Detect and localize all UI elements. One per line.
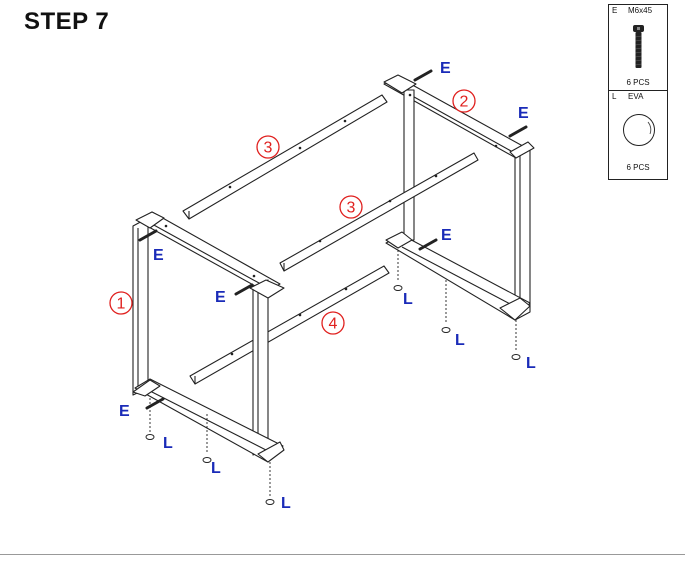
foot-label-l: L <box>403 291 413 308</box>
part-item-bolt: E M6x45 6 PCS <box>609 5 667 91</box>
callout-number-1: 1 <box>117 296 126 313</box>
part-name: EVA <box>628 92 644 101</box>
part-qty: 6 PCS <box>626 78 650 87</box>
eva-pad-icon <box>202 457 212 463</box>
part-item-eva: L EVA 6 PCS <box>609 91 667 179</box>
bolt-label-e: E <box>441 227 452 244</box>
foot-guides <box>149 250 517 497</box>
left-back-leg <box>132 217 149 396</box>
bolt-icon <box>138 229 158 242</box>
bracket-top-left <box>135 211 165 229</box>
callout-circle-3a <box>256 135 280 159</box>
callout-number-2: 2 <box>460 94 469 111</box>
bolt-label-e: E <box>153 247 164 264</box>
part-letter: L <box>612 92 617 101</box>
callout-circles <box>109 89 476 335</box>
bolt-icon <box>633 25 644 68</box>
bolt-icon <box>418 238 438 251</box>
middle-top-rail <box>279 152 479 272</box>
eva-pad-icon <box>265 499 275 505</box>
bracket-front-left <box>249 279 285 299</box>
callout-circle-4 <box>321 311 345 335</box>
back-top-rail <box>182 94 388 220</box>
feet <box>145 285 521 505</box>
bolt-icon <box>413 69 433 82</box>
bolt-label-e: E <box>215 289 226 306</box>
screw-holes <box>164 93 498 356</box>
left-front-leg <box>252 279 269 456</box>
bolt-label-e: E <box>440 60 451 77</box>
footer-divider <box>0 554 685 555</box>
parts-list: E M6x45 6 PCS L EVA 6 PCS <box>608 4 668 180</box>
eva-pad-icon <box>393 285 403 291</box>
step-title: STEP 7 <box>24 8 110 35</box>
bracket-bottom-back-right <box>385 231 413 249</box>
foot-label-l: L <box>211 460 221 477</box>
eva-pad-icon <box>145 434 155 440</box>
bracket-top-right <box>383 74 417 94</box>
part-letter: E <box>612 6 618 15</box>
bolt-label-e: E <box>119 403 130 420</box>
callout-number-3b: 3 <box>347 200 356 217</box>
right-back-leg <box>403 89 415 241</box>
foot-label-l: L <box>163 435 173 452</box>
bolt-icon <box>145 397 165 410</box>
lower-stretcher <box>189 265 390 385</box>
eva-pad-icon <box>511 354 521 360</box>
bolt-label-e: E <box>518 105 529 122</box>
callout-circle-1 <box>109 291 133 315</box>
foot-label-l: L <box>455 332 465 349</box>
part-qty: 6 PCS <box>626 163 650 172</box>
callout-circle-2 <box>452 89 476 113</box>
foot-label-l: L <box>526 355 536 372</box>
eva-pad-icon <box>623 114 655 146</box>
bracket-bottom-right <box>499 297 531 321</box>
eva-pad-icon <box>441 327 451 333</box>
callout-circle-3b <box>339 195 363 219</box>
bracket-bottom-left <box>257 441 285 463</box>
callout-number-3a: 3 <box>264 140 273 157</box>
bracket-bottom-back-left <box>132 379 161 397</box>
right-front-leg <box>514 144 531 321</box>
bracket-front-right <box>509 141 535 159</box>
bolt-icon <box>234 283 254 296</box>
bolt-icon <box>508 125 528 138</box>
left-bottom-rail <box>134 378 284 463</box>
part-name: M6x45 <box>628 6 653 15</box>
callout-number-4: 4 <box>329 316 338 333</box>
foot-label-l: L <box>281 495 291 512</box>
